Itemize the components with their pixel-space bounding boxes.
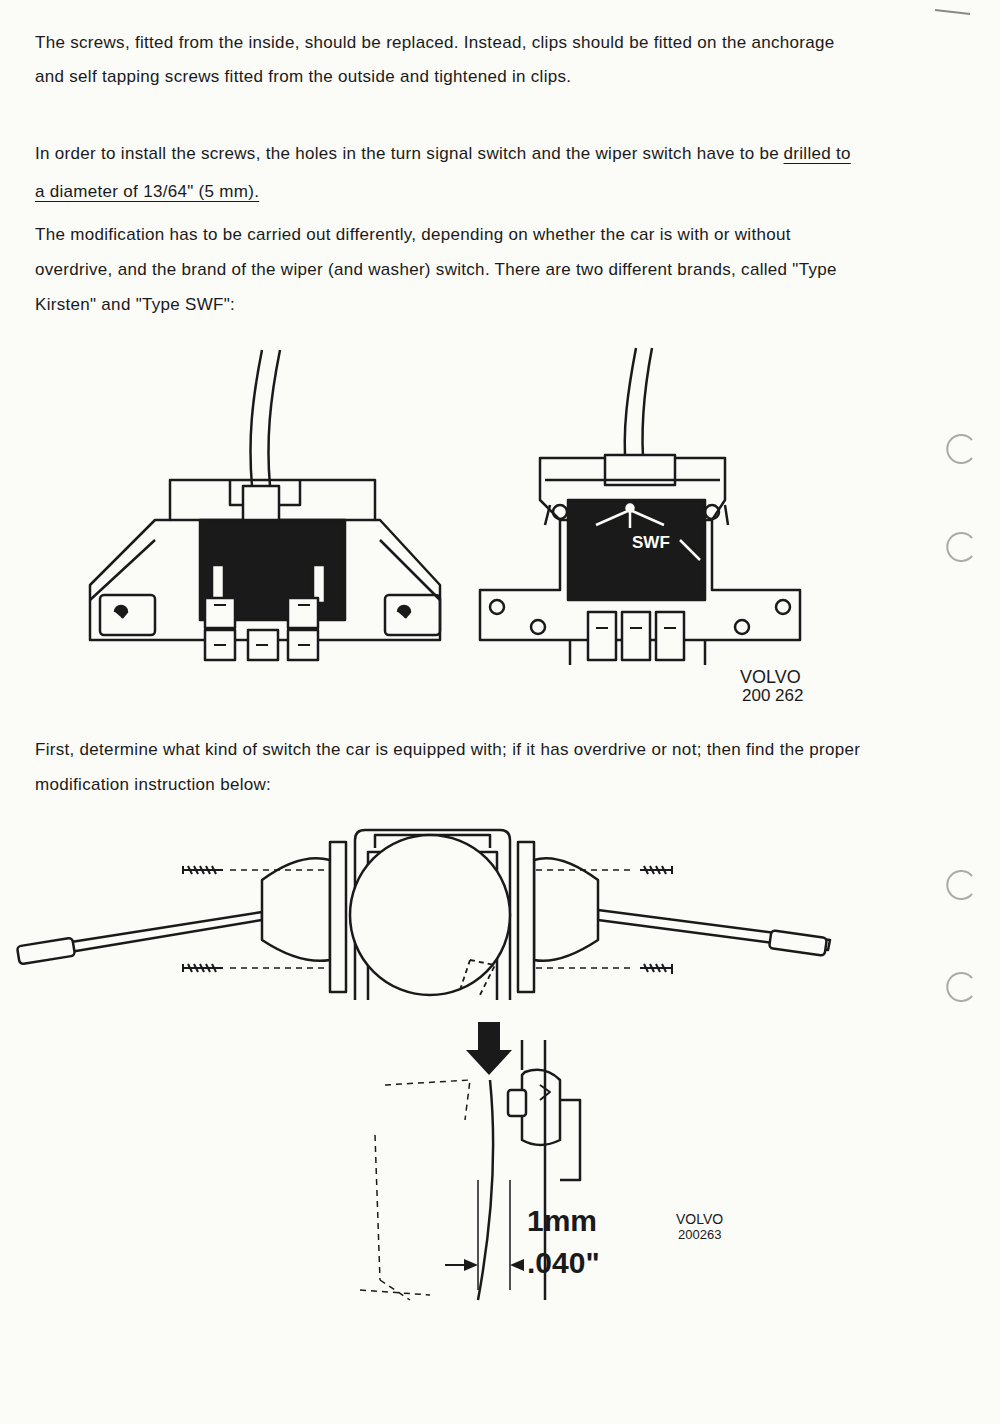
- paragraph-block: The modification has to be carried out d…: [35, 217, 865, 322]
- figure-source: VOLVO: [676, 1212, 723, 1227]
- body-paragraph: In order to install the screws, the hole…: [35, 144, 779, 163]
- label-holder: 200 262: [742, 687, 803, 706]
- body-paragraph: The screws, fitted from the inside, shou…: [35, 33, 835, 86]
- figure-number: 200 262: [742, 687, 803, 706]
- body-paragraph: The modification has to be carried out d…: [35, 225, 837, 314]
- dimension-value: 1mm: [527, 1204, 597, 1237]
- label-holder: 200263: [678, 1228, 721, 1242]
- label-holder: SWF: [632, 534, 670, 553]
- swf-switch: [480, 348, 800, 665]
- paragraph-block: First, determine what kind of switch the…: [35, 732, 865, 802]
- body-paragraph: First, determine what kind of switch the…: [35, 740, 860, 794]
- figure-source: VOLVO: [740, 668, 801, 688]
- punch-holes: [947, 435, 972, 1001]
- paragraph-block: The screws, fitted from the inside, shou…: [35, 26, 865, 94]
- label-holder: VOLVO: [740, 668, 801, 688]
- paragraph-block: In order to install the screws, the hole…: [35, 135, 865, 211]
- brand-marking: SWF: [632, 534, 670, 553]
- assembly-drawing: [17, 830, 830, 1000]
- label-holder: .040": [527, 1246, 600, 1279]
- label-holder: 1mm: [527, 1204, 597, 1237]
- kirsten-switch: [90, 350, 440, 660]
- label-holder: VOLVO: [676, 1212, 723, 1227]
- figure-number: 200263: [678, 1228, 721, 1242]
- dimension-value: .040": [527, 1246, 600, 1279]
